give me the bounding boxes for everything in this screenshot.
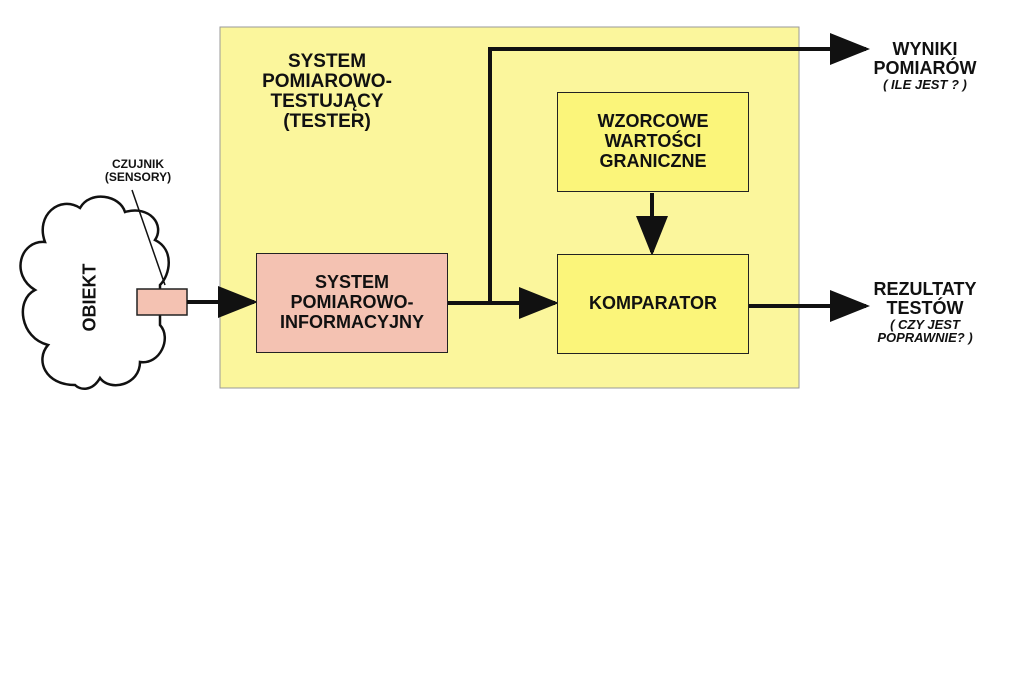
sensor-block (136, 288, 188, 316)
test-subtitle-line: POPRAWNIE? ) (877, 330, 973, 346)
test-line: TESTÓW (886, 297, 964, 318)
system-info-block: SYSTEM POMIAROWO- INFORMACYJNY (256, 253, 448, 353)
system-info-line: INFORMACYJNY (279, 311, 424, 332)
sensor-label: CZUJNIK (SENSORY) (90, 158, 186, 183)
tester-title-line: POMIAROWO- (262, 70, 392, 92)
measurement-line: POMIARÓW (873, 57, 977, 78)
system-info-line: POMIAROWO- (290, 292, 414, 313)
comparator-label: KOMPARATOR (589, 293, 717, 314)
sensor-pointer-line (131, 189, 166, 286)
sensor-label-line: (SENSORY) (104, 169, 172, 184)
system-info-line: SYSTEM (314, 272, 389, 293)
sensor-label-line: CZUJNIK (111, 157, 164, 171)
tester-title-line: (TESTER) (283, 110, 371, 132)
reference-line: WZORCOWE (597, 111, 709, 132)
reference-line: WARTOŚCI (604, 131, 702, 152)
measurement-results-label: WYNIKI POMIARÓW ( ILE JEST ? ) (850, 40, 1000, 91)
reference-line: GRANICZNE (599, 150, 707, 171)
test-results-label: REZULTATY TESTÓW ( CZY JEST POPRAWNIE? ) (845, 280, 1005, 345)
tester-title-line: SYSTEM (287, 51, 367, 72)
measurement-subtitle: ( ILE JEST ? ) (883, 76, 967, 92)
comparator-block: KOMPARATOR (557, 254, 749, 354)
object-cloud (19, 195, 170, 390)
arrow-to-measurement-results (488, 33, 870, 303)
object-label: OBIEKT (79, 263, 100, 332)
test-line: REZULTATY (873, 279, 977, 299)
reference-values-block: WZORCOWE WARTOŚCI GRANICZNE (557, 92, 749, 192)
tester-title-line: TESTUJĄCY (270, 90, 384, 112)
test-subtitle-line: ( CZY JEST (890, 316, 960, 332)
tester-title: SYSTEM POMIAROWO- TESTUJĄCY (TESTER) (232, 52, 422, 132)
measurement-line: WYNIKI (892, 39, 958, 59)
